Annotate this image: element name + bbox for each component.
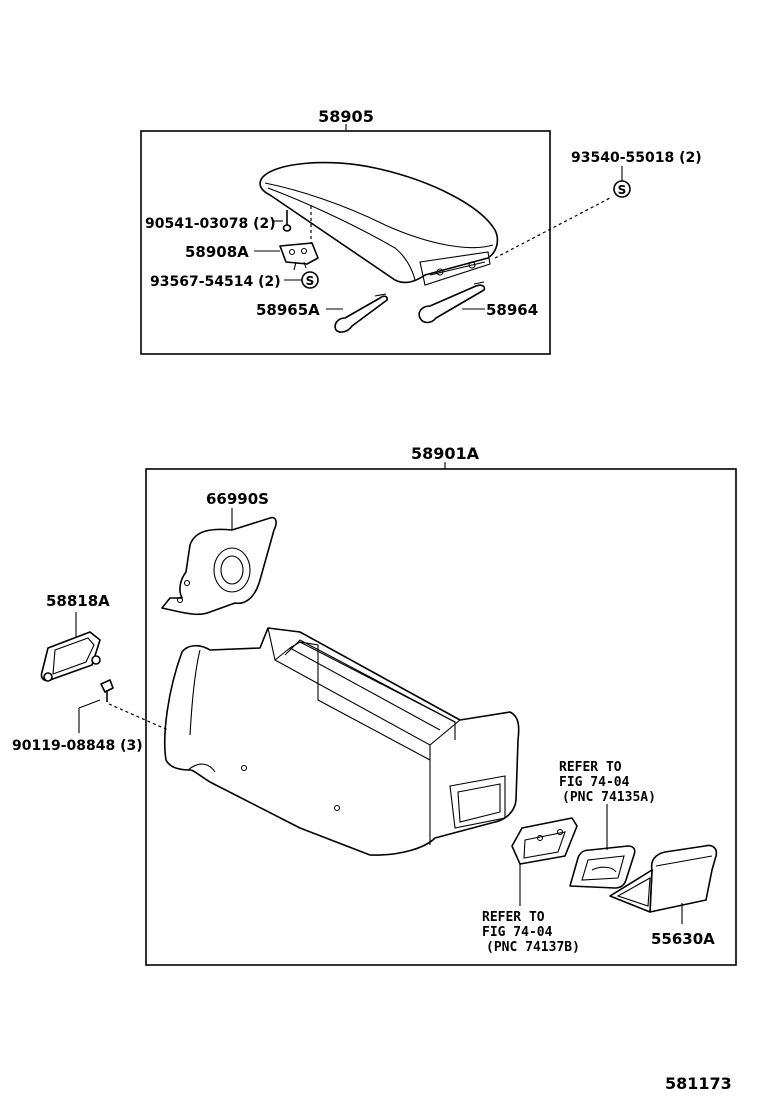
svg-text:FIG 74-04: FIG 74-04 (559, 775, 630, 790)
label-55630a: 55630A (651, 930, 715, 948)
refer-note-a: REFER TO FIG 74-04 (PNC 74135A) (559, 760, 656, 805)
spring-left-icon (334, 293, 388, 333)
svg-text:S: S (306, 274, 315, 288)
label-58901a: 58901A (411, 444, 480, 463)
label-screw-c: 93540-55018 (2) (571, 150, 702, 166)
svg-text:S: S (618, 183, 627, 197)
refer-note-b: REFER TO FIG 74-04 (PNC 74137B) (482, 910, 580, 955)
svg-text:FIG 74-04: FIG 74-04 (482, 925, 553, 940)
label-66990s: 66990S (206, 490, 269, 508)
bottom-assembly: 58901A 66990S (12, 444, 737, 966)
label-58905: 58905 (318, 107, 374, 126)
top-assembly: 58905 90541-03078 (2) 58908A (140, 107, 611, 355)
spring-right-icon (418, 281, 486, 324)
gasket-icon (569, 845, 636, 889)
label-58818a: 58818A (46, 592, 110, 610)
figure-number: 581173 (665, 1074, 732, 1093)
s-symbol-icon: S (301, 271, 319, 289)
label-58965a: 58965A (256, 301, 320, 319)
s-symbol-right-icon: S (613, 180, 631, 198)
screw-icon (282, 210, 292, 232)
svg-text:(PNC 74135A): (PNC 74135A) (562, 790, 656, 805)
label-screw-b: 93567-54514 (2) (150, 274, 281, 290)
svg-text:REFER TO: REFER TO (482, 910, 545, 925)
label-screw-a: 90541-03078 (2) (145, 216, 276, 232)
svg-text:REFER TO: REFER TO (559, 760, 622, 775)
cover-bracket-icon (161, 516, 277, 616)
hinge-icon (279, 242, 319, 271)
plate-icon (40, 631, 101, 682)
tray-icon (609, 844, 718, 913)
svg-text:(PNC 74137B): (PNC 74137B) (486, 940, 580, 955)
label-screw-d: 90119-08848 (3) (12, 738, 143, 754)
label-58908a: 58908A (185, 243, 249, 261)
armrest-lid (259, 161, 499, 286)
screw-icon-lower (100, 679, 114, 702)
bezel-icon (511, 817, 578, 865)
label-58964: 58964 (486, 301, 538, 319)
console-box (163, 627, 520, 856)
bottom-assembly-frame (145, 468, 737, 966)
